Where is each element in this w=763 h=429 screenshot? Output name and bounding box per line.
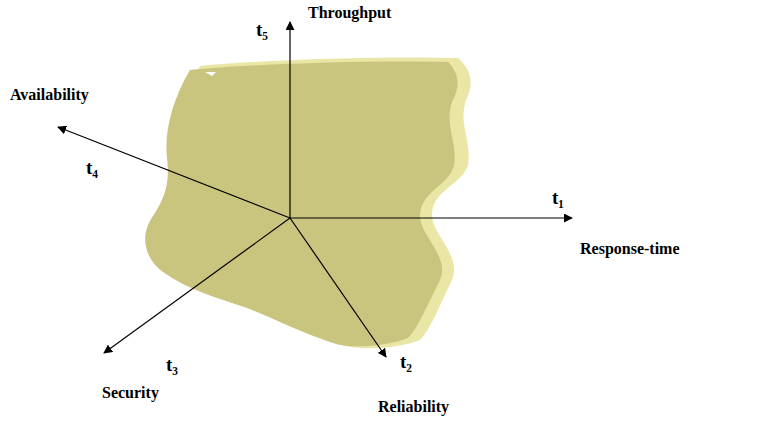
axis-availability <box>58 127 290 218</box>
axis-symbol: t₂ <box>400 352 412 373</box>
axis-security <box>104 218 290 353</box>
axis-reliability <box>290 218 386 357</box>
axis-name: Response-time <box>580 240 680 258</box>
blob-front <box>145 61 457 346</box>
axis-response-time <box>290 217 572 218</box>
axis-symbol: t₁ <box>552 188 564 209</box>
axis-throughput <box>289 22 290 218</box>
axis-symbol: t₄ <box>86 158 98 179</box>
axis-name: Throughput <box>308 4 391 22</box>
axis-symbol: t₅ <box>256 20 268 41</box>
axis-name: Security <box>102 384 159 402</box>
highlight <box>205 72 216 76</box>
axis-name: Availability <box>10 86 89 104</box>
axis-symbol: t₃ <box>166 355 178 376</box>
axis-name: Reliability <box>378 398 449 416</box>
